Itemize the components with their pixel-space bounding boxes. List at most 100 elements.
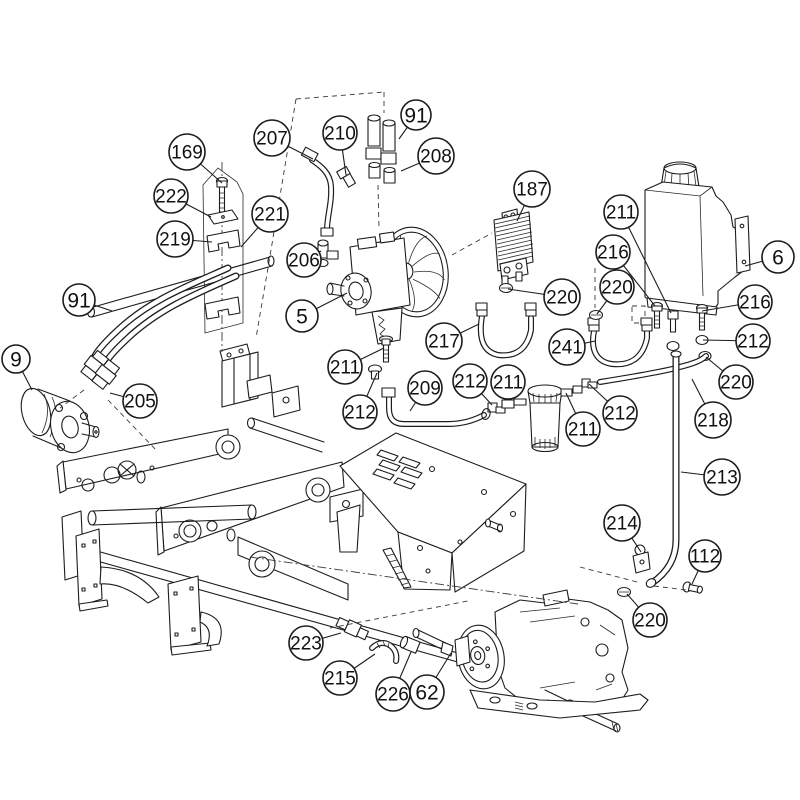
callout-circle: [603, 504, 641, 542]
callout-circle: [761, 240, 795, 274]
callout-label: 211: [330, 358, 360, 379]
hose-217: [475, 302, 537, 359]
nut-220: [666, 340, 680, 352]
hose-207: [300, 146, 357, 268]
callout-circle: [1, 344, 31, 374]
callout-label: 205: [124, 392, 156, 413]
callout-label: 220: [601, 278, 633, 299]
deck-panel: [339, 432, 527, 593]
oil-cooler: [493, 208, 534, 286]
oil-filter: [487, 378, 598, 453]
callout-169-0: 169: [168, 133, 223, 184]
callout-label: 210: [324, 124, 356, 145]
callout-circle: [288, 625, 324, 661]
callout-circle: [425, 322, 463, 360]
callout-circle: [62, 283, 96, 317]
callout-circle: [251, 195, 289, 233]
callout-circle: [286, 242, 322, 278]
callout-205-35: 205: [109, 383, 158, 419]
callout-212-12: 212: [342, 372, 378, 430]
callout-91-6: 91: [398, 99, 432, 140]
callout-216-23: 216: [701, 284, 773, 320]
callout-222-1: 222: [153, 178, 212, 218]
hose-213: [645, 350, 682, 588]
callout-circle: [737, 284, 773, 320]
filter-fittings-left: [487, 398, 527, 414]
callout-label: 215: [324, 669, 356, 690]
callout-211-11: 211: [327, 347, 385, 385]
callout-label: 222: [155, 187, 187, 208]
callout-223-36: 223: [288, 625, 342, 661]
hose-218: [597, 353, 709, 385]
callout-label: 112: [690, 547, 720, 568]
callout-label: 220: [720, 373, 752, 394]
callout-label: 220: [546, 288, 578, 309]
callout-187-8: 187: [513, 170, 551, 222]
callout-label: 217: [428, 332, 460, 353]
callout-6-22: 6: [744, 240, 795, 274]
callout-label: 6: [772, 246, 784, 269]
callout-circle: [632, 602, 668, 638]
callout-circle: [327, 349, 363, 385]
callout-211-15: 211: [490, 364, 526, 401]
callout-circle: [565, 411, 601, 447]
callout-label: 214: [606, 514, 638, 535]
callout-circle: [417, 137, 455, 175]
callout-label: 208: [420, 147, 452, 168]
transaxle: [412, 589, 649, 733]
fitting-210: [336, 165, 357, 188]
fittings-91-208: [365, 114, 397, 184]
fitting-223: [335, 616, 370, 641]
callout-label: 91: [67, 289, 90, 312]
callout-91-33: 91: [62, 283, 113, 317]
fitting-211-tank: [667, 310, 679, 333]
callout-241-17: 241: [548, 328, 596, 366]
callout-circle: [603, 194, 639, 230]
hose-241: [587, 317, 653, 368]
callout-circle: [253, 119, 291, 157]
callout-circle: [156, 220, 194, 258]
callout-5-10: 5: [285, 292, 348, 333]
clamp-214: [632, 544, 651, 574]
callout-220-18: 220: [507, 278, 581, 316]
callout-label: 216: [739, 293, 771, 314]
callout-label: 91: [404, 104, 427, 127]
callout-circle: [400, 99, 432, 131]
callout-112-31: 112: [688, 539, 722, 585]
bolt-211-pump: [378, 335, 394, 363]
callout-circle: [342, 394, 378, 430]
callout-label: 223: [290, 634, 322, 655]
callout-label: 221: [254, 205, 286, 226]
callout-220-32: 220: [626, 593, 668, 638]
callout-214-30: 214: [603, 504, 642, 553]
plug-212-pump: [367, 364, 383, 380]
callout-208-7: 208: [400, 137, 455, 175]
callout-label: 209: [409, 379, 441, 400]
callout-leader: [620, 211, 672, 314]
callout-211-20: 211: [603, 194, 672, 314]
callout-62-39: 62: [409, 652, 452, 710]
callout-213-29: 213: [680, 458, 741, 496]
hose-clamp-bracket-assembly: [202, 162, 244, 352]
callout-circle: [409, 674, 445, 710]
callout-circle: [703, 458, 741, 496]
callout-label: 213: [706, 468, 738, 489]
callout-212-14: 212: [452, 363, 493, 406]
callout-label: 219: [159, 230, 191, 251]
callout-label: 216: [597, 243, 629, 264]
callout-circle: [322, 660, 358, 696]
filter-fittings-right: [560, 378, 598, 397]
bolt-216-left: [650, 301, 664, 329]
tank-bracket: [734, 215, 751, 274]
callout-circle: [407, 370, 443, 406]
callout-212-24: 212: [702, 323, 771, 359]
hose-91-pair: [80, 264, 240, 390]
callout-label: 212: [344, 403, 376, 424]
callout-circle: [688, 539, 722, 573]
callout-label: 207: [256, 129, 288, 150]
callout-label: 9: [10, 348, 22, 371]
callout-209-13: 209: [407, 370, 443, 412]
